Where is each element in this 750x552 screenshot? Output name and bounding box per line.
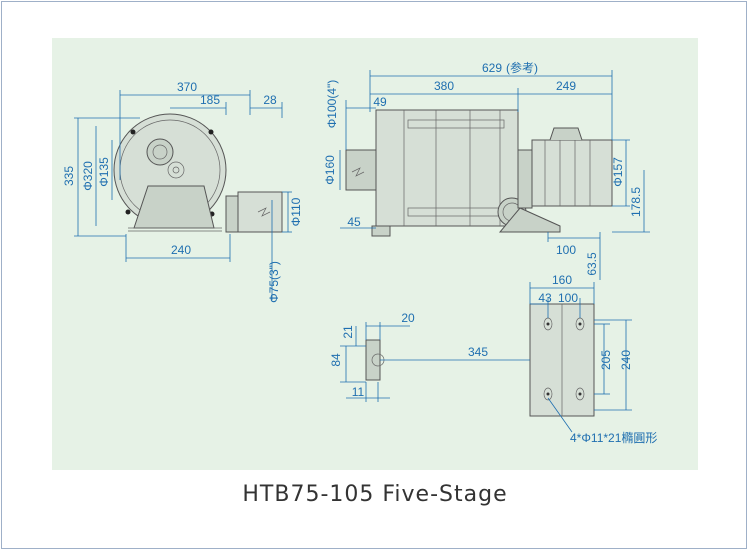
dim-43: 43 xyxy=(538,291,552,305)
front-view: 370 185 28 240 335 Φ320 Φ135 Φ110 Φ75(3"… xyxy=(62,80,303,303)
dim-370: 370 xyxy=(177,80,197,94)
dim-629: 629 xyxy=(482,61,502,75)
dim-100b: 100 xyxy=(558,291,578,305)
dim-335: 335 xyxy=(62,166,76,186)
mount-hole xyxy=(575,387,585,401)
dim-phi110: Φ110 xyxy=(289,197,303,226)
hole-note: 4*Φ11*21橢圓形 xyxy=(570,430,657,445)
dim-phi135: Φ135 xyxy=(97,157,111,187)
dim-phi75: Φ75(3") xyxy=(267,261,281,303)
dim-phi100: Φ100(4") xyxy=(325,80,339,129)
dim-240b: 240 xyxy=(619,350,633,370)
front-outlet xyxy=(237,191,283,233)
dim-phi320: Φ320 xyxy=(81,161,95,191)
base-view: 160 43 100 345 20 11 21 84 205 240 4*Φ11… xyxy=(329,273,657,445)
dim-240: 240 xyxy=(171,243,191,257)
side-inlet xyxy=(345,149,377,191)
dim-345: 345 xyxy=(468,345,488,359)
dim-phi160: Φ160 xyxy=(323,155,337,185)
flange-bracket xyxy=(365,339,381,381)
side-motor xyxy=(531,139,613,207)
dim-phi157: Φ157 xyxy=(611,157,625,187)
dim-160: 160 xyxy=(552,273,572,287)
dim-20: 20 xyxy=(401,311,415,325)
front-pedestal xyxy=(133,185,215,229)
mount-hole xyxy=(543,387,553,401)
dim-178-5: 178.5 xyxy=(629,187,643,217)
dim-21: 21 xyxy=(341,325,355,339)
dim-49: 49 xyxy=(373,95,387,109)
dim-100: 100 xyxy=(556,243,576,257)
side-body xyxy=(375,109,519,227)
dim-185: 185 xyxy=(200,93,220,107)
side-view: 629 (参考) 380 249 49 45 100 Φ100(4") Φ160… xyxy=(323,60,650,280)
dim-63-5: 63.5 xyxy=(585,252,599,276)
dim-84: 84 xyxy=(329,353,343,367)
dim-629-note: (参考) xyxy=(506,60,538,75)
dim-11: 11 xyxy=(352,385,365,399)
dim-205: 205 xyxy=(599,350,613,370)
figure-caption: HTB75-105 Five-Stage xyxy=(242,482,508,507)
dim-28: 28 xyxy=(263,93,277,107)
dim-45: 45 xyxy=(347,215,361,229)
front-inlet xyxy=(146,138,174,166)
dim-249: 249 xyxy=(556,79,576,93)
dim-380: 380 xyxy=(434,79,454,93)
